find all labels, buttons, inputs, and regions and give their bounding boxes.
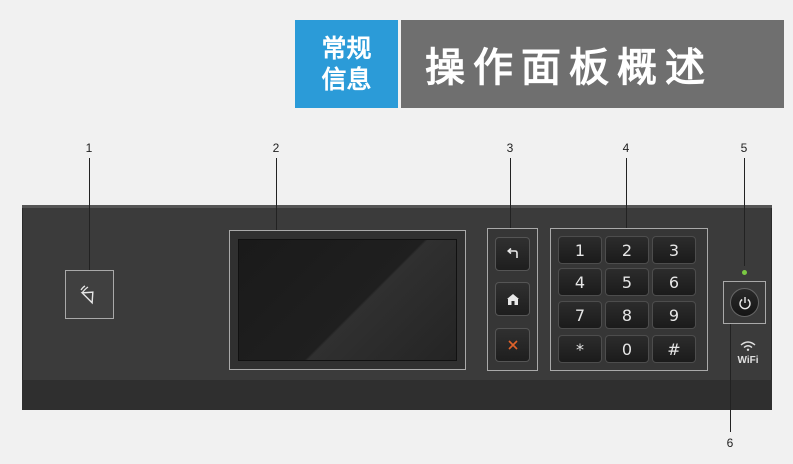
key-star[interactable]: * — [558, 335, 602, 363]
numeric-keypad: 1 2 3 4 5 6 7 8 9 * 0 # — [550, 228, 708, 371]
callout-5: 5 — [740, 141, 748, 155]
touchscreen-lcd[interactable] — [238, 239, 457, 361]
back-arrow-icon — [506, 248, 518, 258]
callout-2: 2 — [272, 141, 280, 155]
home-icon — [506, 293, 519, 305]
key-4[interactable]: 4 — [558, 268, 602, 296]
wifi-indicator: WiFi — [731, 338, 765, 368]
nfc-reader[interactable] — [65, 270, 114, 319]
badge-line1: 常规 — [321, 34, 372, 63]
cancel-button[interactable] — [495, 328, 530, 362]
home-button[interactable] — [495, 282, 530, 316]
leader-2 — [276, 158, 277, 230]
key-6[interactable]: 6 — [652, 268, 696, 296]
leader-5 — [744, 158, 745, 266]
leader-3 — [510, 158, 511, 228]
wifi-label: WiFi — [737, 355, 759, 366]
callout-4: 4 — [622, 141, 630, 155]
key-7[interactable]: 7 — [558, 301, 602, 329]
key-8[interactable]: 8 — [605, 301, 649, 329]
touchscreen-frame — [229, 230, 466, 370]
power-button[interactable] — [730, 288, 759, 317]
leader-1 — [89, 158, 90, 270]
panel-edge — [22, 205, 772, 208]
cancel-icon — [507, 340, 518, 350]
power-button-frame — [723, 281, 766, 324]
key-1[interactable]: 1 — [558, 236, 602, 264]
key-3[interactable]: 3 — [652, 236, 696, 264]
key-2[interactable]: 2 — [605, 236, 649, 264]
nfc-icon — [79, 284, 94, 304]
section-badge: 常规 信息 — [295, 20, 398, 108]
page-title: 操作面板概述 — [401, 20, 784, 108]
wifi-icon — [740, 341, 756, 351]
nav-button-group — [487, 228, 538, 371]
badge-line2: 信息 — [321, 65, 372, 94]
callout-3: 3 — [506, 141, 514, 155]
back-button[interactable] — [495, 237, 530, 271]
callout-6: 6 — [726, 436, 734, 450]
power-led — [742, 270, 747, 275]
key-0[interactable]: 0 — [605, 335, 649, 363]
panel-lower-strip — [22, 380, 772, 410]
key-9[interactable]: 9 — [652, 301, 696, 329]
key-hash[interactable]: # — [652, 335, 696, 363]
leader-6 — [730, 324, 731, 432]
callout-1: 1 — [85, 141, 93, 155]
key-5[interactable]: 5 — [605, 268, 649, 296]
power-icon — [738, 296, 751, 309]
leader-4 — [626, 158, 627, 228]
